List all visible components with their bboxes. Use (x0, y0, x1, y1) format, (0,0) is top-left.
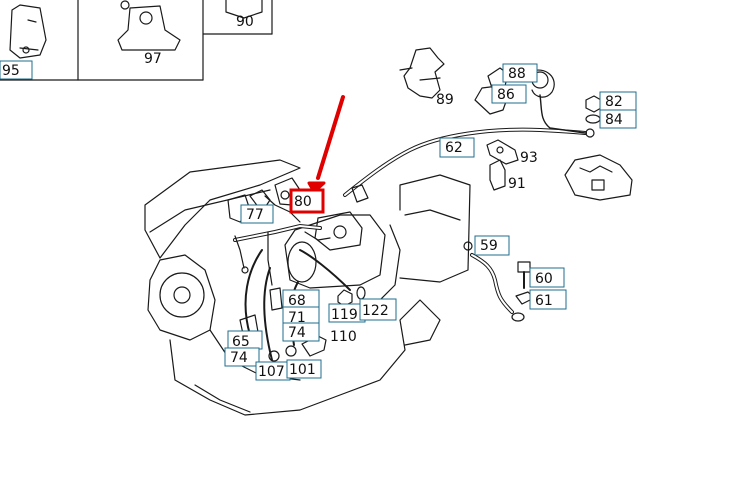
svg-text:119: 119 (331, 307, 358, 323)
svg-text:80: 80 (294, 194, 312, 210)
svg-text:82: 82 (605, 94, 623, 110)
callout-88[interactable]: 88 (502, 63, 538, 83)
label-110: 110 (330, 329, 357, 345)
svg-text:62: 62 (445, 140, 463, 156)
bracket-97-drawing (117, 0, 181, 51)
svg-text:65: 65 (232, 334, 250, 350)
callout-119[interactable]: 119 (328, 303, 366, 323)
highlight-arrow (307, 95, 345, 194)
callout-107[interactable]: 107 (255, 361, 291, 381)
callout-122[interactable]: 122 (359, 298, 397, 321)
svg-text:84: 84 (605, 112, 623, 128)
callout-71[interactable]: 71 (282, 306, 320, 326)
engine-block-drawing (144, 159, 471, 416)
callout-74-upper[interactable]: 74 (282, 322, 320, 342)
bracket-95-drawing (9, 4, 47, 59)
nut-82-84-drawing (585, 95, 602, 124)
svg-text:101: 101 (289, 362, 316, 378)
svg-text:107: 107 (258, 364, 285, 380)
svg-text:86: 86 (497, 87, 515, 103)
callout-60[interactable]: 60 (529, 267, 565, 288)
bracket-89-drawing (399, 47, 445, 99)
bracket-90-drawing (225, 0, 263, 19)
battery-cable-62-drawing (343, 127, 595, 203)
callout-84[interactable]: 84 (599, 109, 637, 129)
svg-text:122: 122 (362, 303, 389, 319)
label-89: 89 (436, 92, 454, 108)
label-90: 90 (236, 14, 254, 30)
callout-59[interactable]: 59 (474, 235, 510, 256)
starter-motor-drawing (284, 211, 386, 289)
inset-frames (0, 0, 273, 81)
callout-62[interactable]: 62 (439, 137, 475, 158)
svg-text:71: 71 (288, 310, 306, 326)
svg-text:77: 77 (246, 207, 264, 223)
callout-95[interactable]: 95 (0, 60, 33, 80)
label-93: 93 (520, 150, 538, 166)
svg-text:95: 95 (2, 63, 20, 79)
svg-text:74: 74 (230, 350, 248, 366)
svg-text:74: 74 (288, 325, 306, 341)
svg-text:59: 59 (480, 238, 498, 254)
svg-text:60: 60 (535, 271, 553, 287)
callout-77[interactable]: 77 (240, 204, 274, 224)
callout-80-highlighted[interactable]: 80 (289, 188, 325, 214)
callout-82[interactable]: 82 (599, 91, 637, 111)
part-93-91-drawing (486, 139, 519, 191)
svg-text:68: 68 (288, 293, 306, 309)
callout-65[interactable]: 65 (227, 330, 263, 350)
junction-block-drawing (564, 154, 633, 201)
callout-68[interactable]: 68 (282, 289, 320, 309)
svg-text:88: 88 (508, 66, 526, 82)
callout-74-lower[interactable]: 74 (224, 347, 260, 367)
label-97: 97 (144, 51, 162, 67)
svg-text:61: 61 (535, 293, 553, 309)
callout-101[interactable]: 101 (286, 359, 322, 379)
callout-86[interactable]: 86 (491, 84, 527, 104)
label-91: 91 (508, 176, 526, 192)
callout-61[interactable]: 61 (529, 289, 567, 310)
